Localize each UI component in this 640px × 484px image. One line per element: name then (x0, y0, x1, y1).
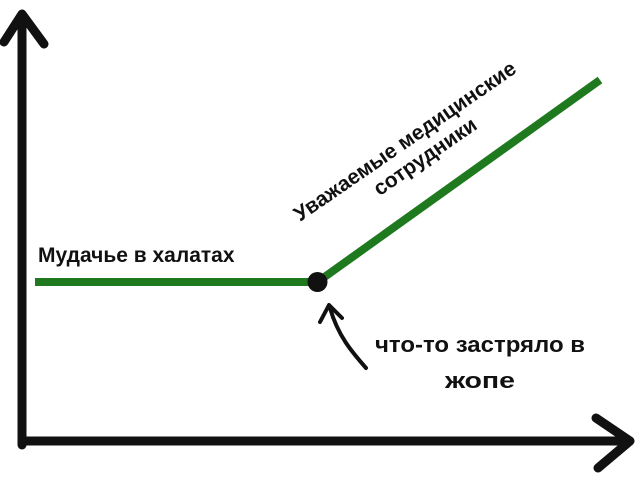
y-axis-arrowhead (0, 9, 49, 49)
annotation-inflection-line1: что-то застряло в (375, 332, 585, 357)
pointer-arrow (328, 306, 368, 370)
inflection-point (307, 272, 328, 292)
pointer-arrowhead (318, 303, 344, 324)
x-axis-arrowhead (591, 413, 635, 473)
annotation-inflection-line2: жопе (444, 368, 515, 393)
x-axis (17, 413, 635, 473)
annotation-rising-segment-line1: Уважаемые медицинские (290, 57, 521, 226)
annotation-flat-segment: Мудачье в халатах (38, 244, 235, 267)
y-axis (0, 9, 49, 450)
